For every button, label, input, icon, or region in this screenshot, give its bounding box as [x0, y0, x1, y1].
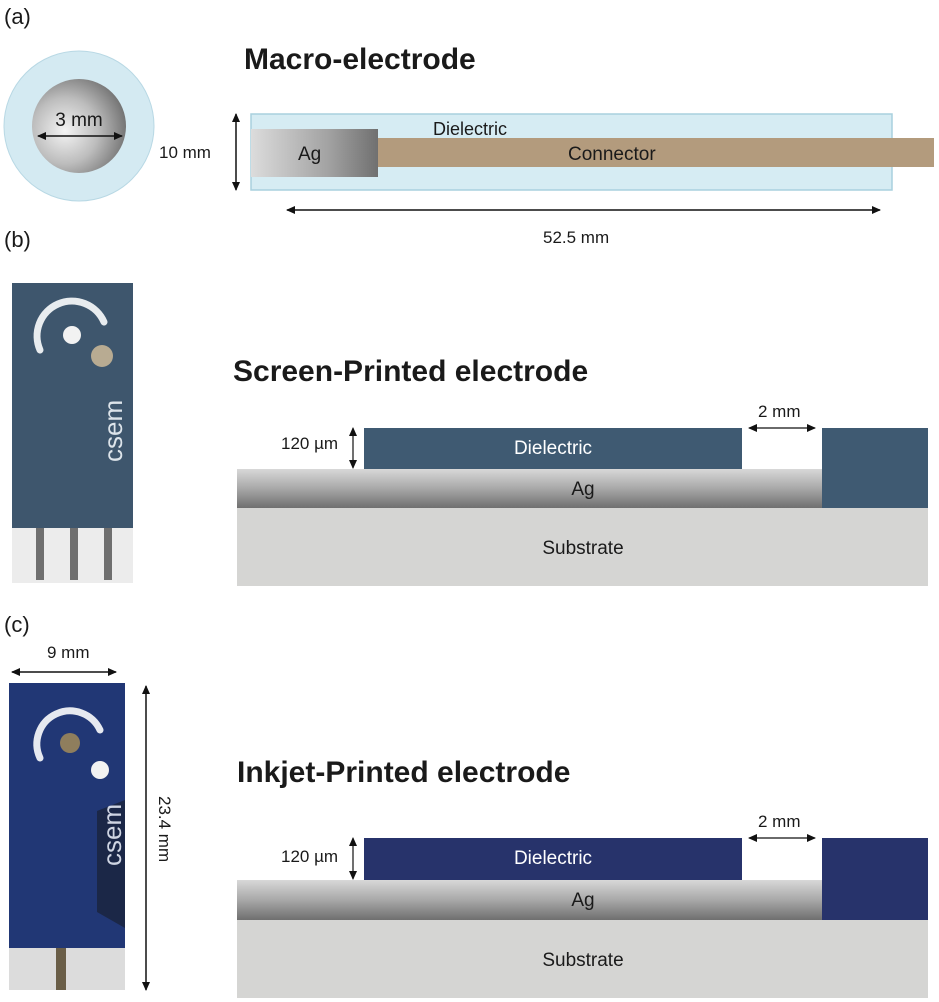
ij-width-label: 9 mm [47, 643, 90, 662]
panel-b-title: Screen-Printed electrode [233, 355, 588, 388]
macro-connector [378, 138, 934, 167]
ij-dielectric-right [822, 838, 928, 920]
sp-dielectric-right [822, 428, 928, 508]
diameter-label: 3 mm [55, 110, 103, 131]
sp-dielectric-label: Dielectric [514, 438, 592, 459]
contact-pad-1 [36, 528, 44, 580]
contact-pad-2 [70, 528, 78, 580]
panel-b-label: (b) [4, 227, 31, 252]
ij-strip-logo-text: csem [97, 804, 127, 866]
macro-dielectric-label: Dielectric [433, 119, 507, 139]
panel-c-label: (c) [4, 612, 30, 637]
macro-top-view: 3 mm [3, 50, 155, 202]
sp-dielectric-left [364, 428, 742, 469]
sp-substrate-label: Substrate [542, 538, 623, 559]
ij-dielectric-label: Dielectric [514, 848, 592, 869]
logo-arc-icon [33, 297, 108, 354]
sp-ag-layer [237, 469, 822, 508]
ij-ag-layer [237, 880, 822, 920]
inkjet-printed-cross-section: Dielectric Ag Substrate 120 µm 2 mm [237, 812, 928, 998]
logo-dot-icon [63, 326, 81, 344]
sp-thickness-label: 120 µm [281, 434, 338, 453]
panel-c-title: Inkjet-Printed electrode [237, 756, 570, 789]
ij-gap-label: 2 mm [758, 812, 801, 831]
macro-connector-label: Connector [568, 144, 656, 165]
working-electrode-dot [91, 345, 113, 367]
macro-ag-disc [32, 79, 126, 173]
ij-height-label: 23.4 mm [155, 796, 174, 862]
ij-substrate-layer [237, 920, 928, 998]
strip-body [12, 283, 133, 528]
panel-c: (c) Inkjet-Printed electrode 9 mm csem 2… [4, 612, 928, 998]
ij-thickness-label: 120 µm [281, 847, 338, 866]
ij-strip-shadow [97, 800, 125, 928]
ij-substrate-label: Substrate [542, 950, 623, 971]
macro-ag-block [251, 129, 378, 177]
sp-substrate-layer [237, 508, 928, 586]
sp-gap-label: 2 mm [758, 402, 801, 421]
ij-working-electrode-dot [60, 733, 80, 753]
strip-logo-text: csem [98, 400, 128, 462]
ij-logo-arc-icon [33, 707, 104, 762]
sp-ag-label: Ag [571, 479, 594, 500]
ij-ag-label: Ag [571, 890, 594, 911]
ij-logo-dot-icon [91, 761, 109, 779]
ij-dielectric-left [364, 838, 742, 880]
macro-ag-label: Ag [298, 144, 321, 165]
inkjet-printed-photo: csem [9, 683, 127, 990]
length-label: 52.5 mm [543, 228, 609, 247]
panel-a: (a) Macro-electrode 3 mm Dielectric Ag C… [3, 4, 934, 247]
contact-pad-3 [104, 528, 112, 580]
macro-side-view: Dielectric Ag Connector 10 mm 52.5 mm [159, 113, 934, 247]
screen-printed-photo: csem [12, 283, 133, 583]
screen-printed-cross-section: Dielectric Ag Substrate 120 µm 2 mm [237, 402, 928, 586]
panel-b: (b) Screen-Printed electrode csem Dielec… [4, 227, 928, 586]
panel-a-title: Macro-electrode [244, 43, 476, 76]
height-label: 10 mm [159, 143, 211, 162]
panel-a-label: (a) [4, 4, 31, 29]
ij-contact-pad [56, 948, 66, 990]
